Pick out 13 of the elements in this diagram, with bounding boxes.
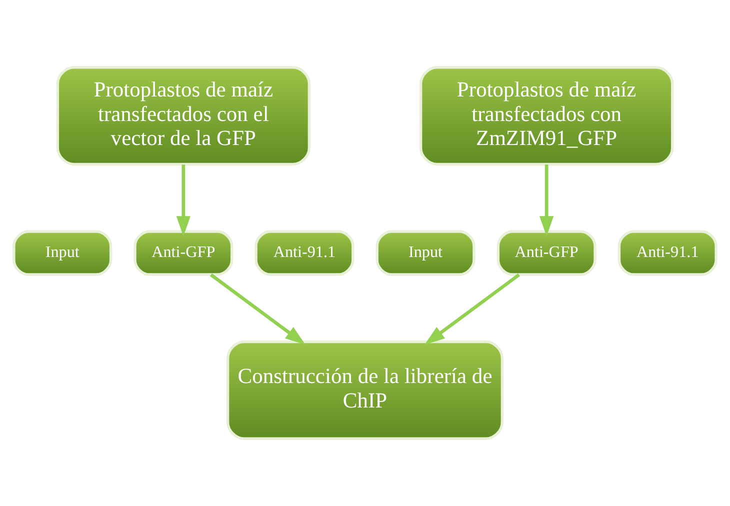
node-box: Anti-GFP bbox=[496, 230, 596, 276]
arrow bbox=[210, 273, 306, 345]
arrow bbox=[424, 273, 520, 345]
node-box: Protoplastos de maíz transfectados con ZmZIM91_GFP bbox=[419, 66, 674, 166]
arrow bbox=[540, 164, 554, 236]
arrow bbox=[176, 164, 190, 236]
node-box: Anti-91.1 bbox=[618, 230, 718, 276]
node-box: Construcción de la librería de ChIP bbox=[226, 340, 504, 440]
node-box: Input bbox=[12, 230, 112, 276]
node-box: Anti-GFP bbox=[134, 230, 234, 276]
node-box: Protoplastos de maíz transfectados con el vector de la GFP bbox=[56, 66, 311, 166]
node-box: Input bbox=[376, 230, 476, 276]
node-box: Anti-91.1 bbox=[254, 230, 354, 276]
